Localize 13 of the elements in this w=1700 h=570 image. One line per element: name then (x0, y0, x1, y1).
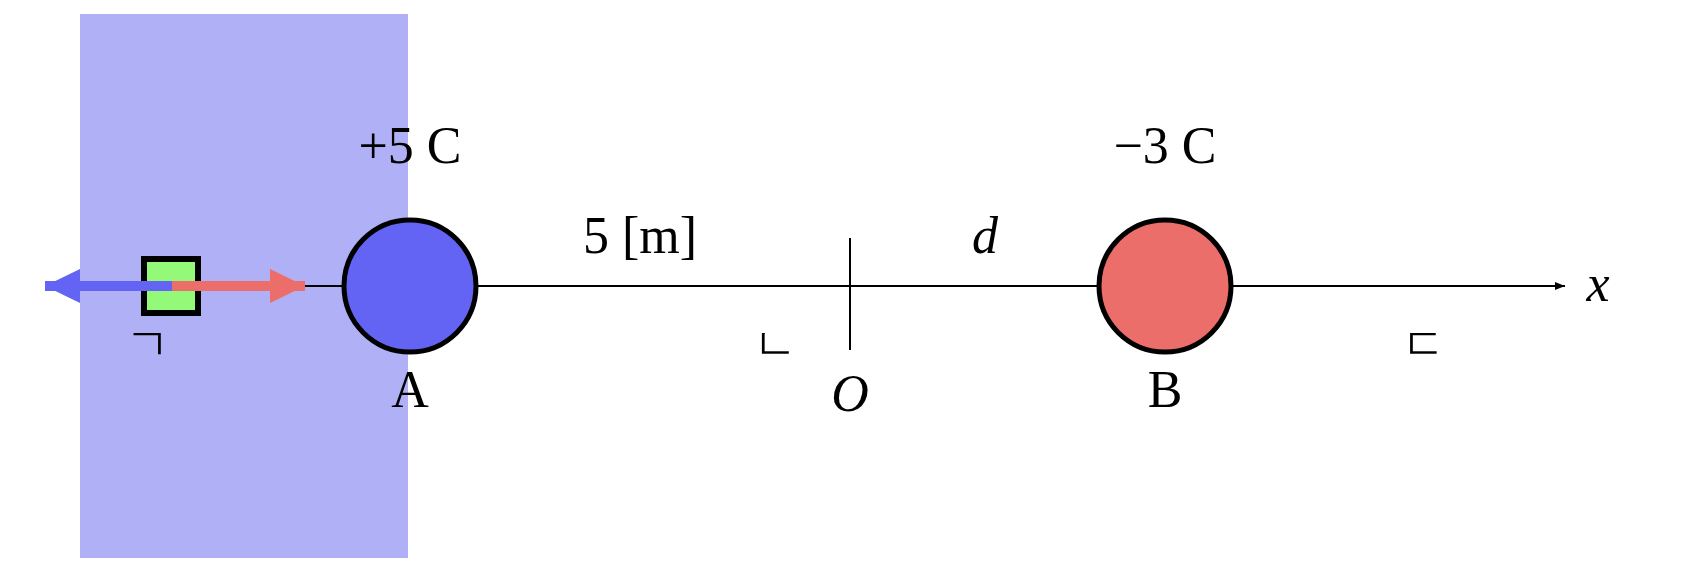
region-label: ㄱ (126, 322, 170, 366)
arrow (45, 269, 172, 303)
point-label: A (391, 364, 429, 416)
region-label: ㄴ (753, 322, 797, 366)
point-label: B (1147, 364, 1183, 416)
axis-label: x (1586, 258, 1610, 310)
arrow (172, 269, 305, 303)
charge-label: −3 C (1113, 120, 1217, 172)
origin-label: O (831, 368, 869, 420)
distance-label: d (972, 210, 998, 262)
distance-label: 5 [m] (582, 210, 698, 262)
charge-label: +5 C (358, 120, 462, 172)
region-label: ㄷ (1402, 322, 1446, 366)
